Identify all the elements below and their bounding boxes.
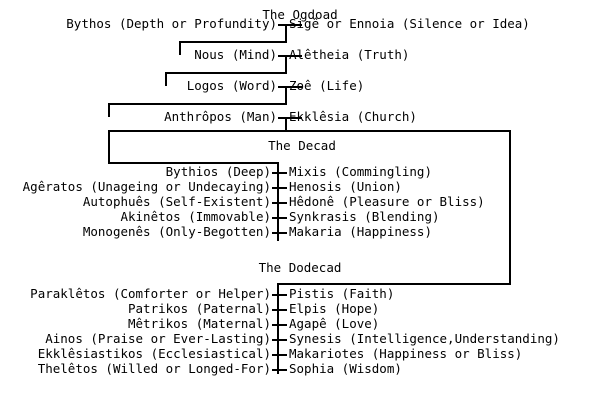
aeon-left-autophues: Autophuês (Self-Existent) (82, 194, 271, 209)
aeon-right-mixis: Mixis (Commingling) (289, 164, 432, 179)
connector-dodecad-row3 (272, 324, 287, 326)
aeon-right-ekklesia: Ekklêsia (Church) (289, 109, 417, 124)
connector-ogdoad-riser2 (165, 72, 167, 86)
aeon-left-anthropos: Anthrôpos (Man) (164, 109, 277, 124)
aeon-left-bythos: Bythos (Depth or Profundity) (66, 16, 277, 31)
aeon-right-synkrasis: Synkrasis (Blending) (289, 209, 440, 224)
connector-dodecad-row5 (272, 354, 287, 356)
connector-dodecad-bottom-bar (278, 283, 511, 285)
connector-dodecad-row1 (272, 294, 287, 296)
aeon-left-monogenes: Monogenês (Only-Begotten) (82, 224, 271, 239)
aeon-left-ageratos: Agêratos (Unageing or Undecaying) (22, 179, 271, 194)
aeon-right-sige: Sigê or Ennoia (Silence or Idea) (289, 16, 530, 31)
connector-decad-spine (277, 162, 279, 241)
connector-decad-row5 (272, 232, 287, 234)
connector-decad-drop (285, 117, 287, 131)
section-heading-decad: The Decad (268, 138, 336, 153)
aeon-left-patrikos: Patrikos (Paternal) (128, 301, 271, 316)
section-heading-ogdoad: The Ogdoad (262, 7, 338, 22)
aeon-left-metrikos: Mêtrikos (Maternal) (128, 316, 271, 331)
connector-ogdoad-row3 (278, 86, 302, 88)
connector-dodecad-row6 (272, 369, 287, 371)
connector-ogdoad-drop3 (285, 86, 287, 104)
aeon-left-bythios: Bythios (Deep) (165, 164, 271, 179)
connector-ogdoad-bridge3 (108, 103, 287, 105)
aeon-left-ainos: Ainos (Praise or Ever-Lasting) (45, 331, 271, 346)
connector-dodecad-row2 (272, 309, 287, 311)
connector-ogdoad-bridge2 (165, 72, 287, 74)
connector-decad-row3 (272, 202, 287, 204)
connector-decad-row1 (272, 172, 287, 174)
aeon-left-parakletos: Paraklêtos (Comforter or Helper) (30, 286, 271, 301)
connector-ogdoad-row4 (278, 117, 302, 119)
aeon-right-zoe: Zoê (Life) (289, 78, 365, 93)
connector-dodecad-row4 (272, 339, 287, 341)
connector-dodecad-top-bar (285, 130, 511, 132)
aeon-left-logos: Logos (Word) (186, 78, 277, 93)
connector-dodecad-spine (277, 283, 279, 374)
aeon-right-makaria: Makaria (Happiness) (289, 224, 432, 239)
connector-decad-row2 (272, 187, 287, 189)
connector-ogdoad-riser3 (108, 103, 110, 117)
connector-decad-bottom-bar (108, 162, 279, 164)
aeon-right-elpis: Elpis (Hope) (289, 301, 380, 316)
connector-decad-top-bar (108, 130, 287, 132)
connector-dodecad-right-stem (509, 130, 511, 285)
aeon-left-nous: Nous (Mind) (194, 47, 277, 62)
aeon-left-akinetos: Akinêtos (Immovable) (120, 209, 271, 224)
connector-ogdoad-row2 (278, 55, 302, 57)
aeon-left-ekklesiastikos: Ekklêsiastikos (Ecclesiastical) (37, 346, 271, 361)
section-heading-dodecad: The Dodecad (258, 260, 342, 275)
aeon-right-pistis: Pistis (Faith) (289, 286, 395, 301)
aeon-right-agape: Agapê (Love) (289, 316, 380, 331)
connector-ogdoad-bridge1 (179, 41, 287, 43)
aeon-left-theletos: Thelêtos (Willed or Longed-For) (37, 361, 271, 376)
aeon-right-sophia: Sophia (Wisdom) (289, 361, 402, 376)
connector-decad-row4 (272, 217, 287, 219)
connector-ogdoad-row1 (278, 24, 302, 26)
connector-decad-left-stem (108, 130, 110, 164)
aeon-right-hedone: Hêdonê (Pleasure or Bliss) (289, 194, 485, 209)
connector-ogdoad-drop1 (285, 24, 287, 42)
aeon-right-henosis: Henosis (Union) (289, 179, 402, 194)
connector-ogdoad-riser1 (179, 41, 181, 55)
connector-ogdoad-drop2 (285, 55, 287, 73)
aeon-right-synesis: Synesis (Intelligence,Understanding) (289, 331, 560, 346)
aeon-right-makariotes: Makariotes (Happiness or Bliss) (289, 346, 523, 361)
aeon-right-aletheia: Alêtheia (Truth) (289, 47, 410, 62)
